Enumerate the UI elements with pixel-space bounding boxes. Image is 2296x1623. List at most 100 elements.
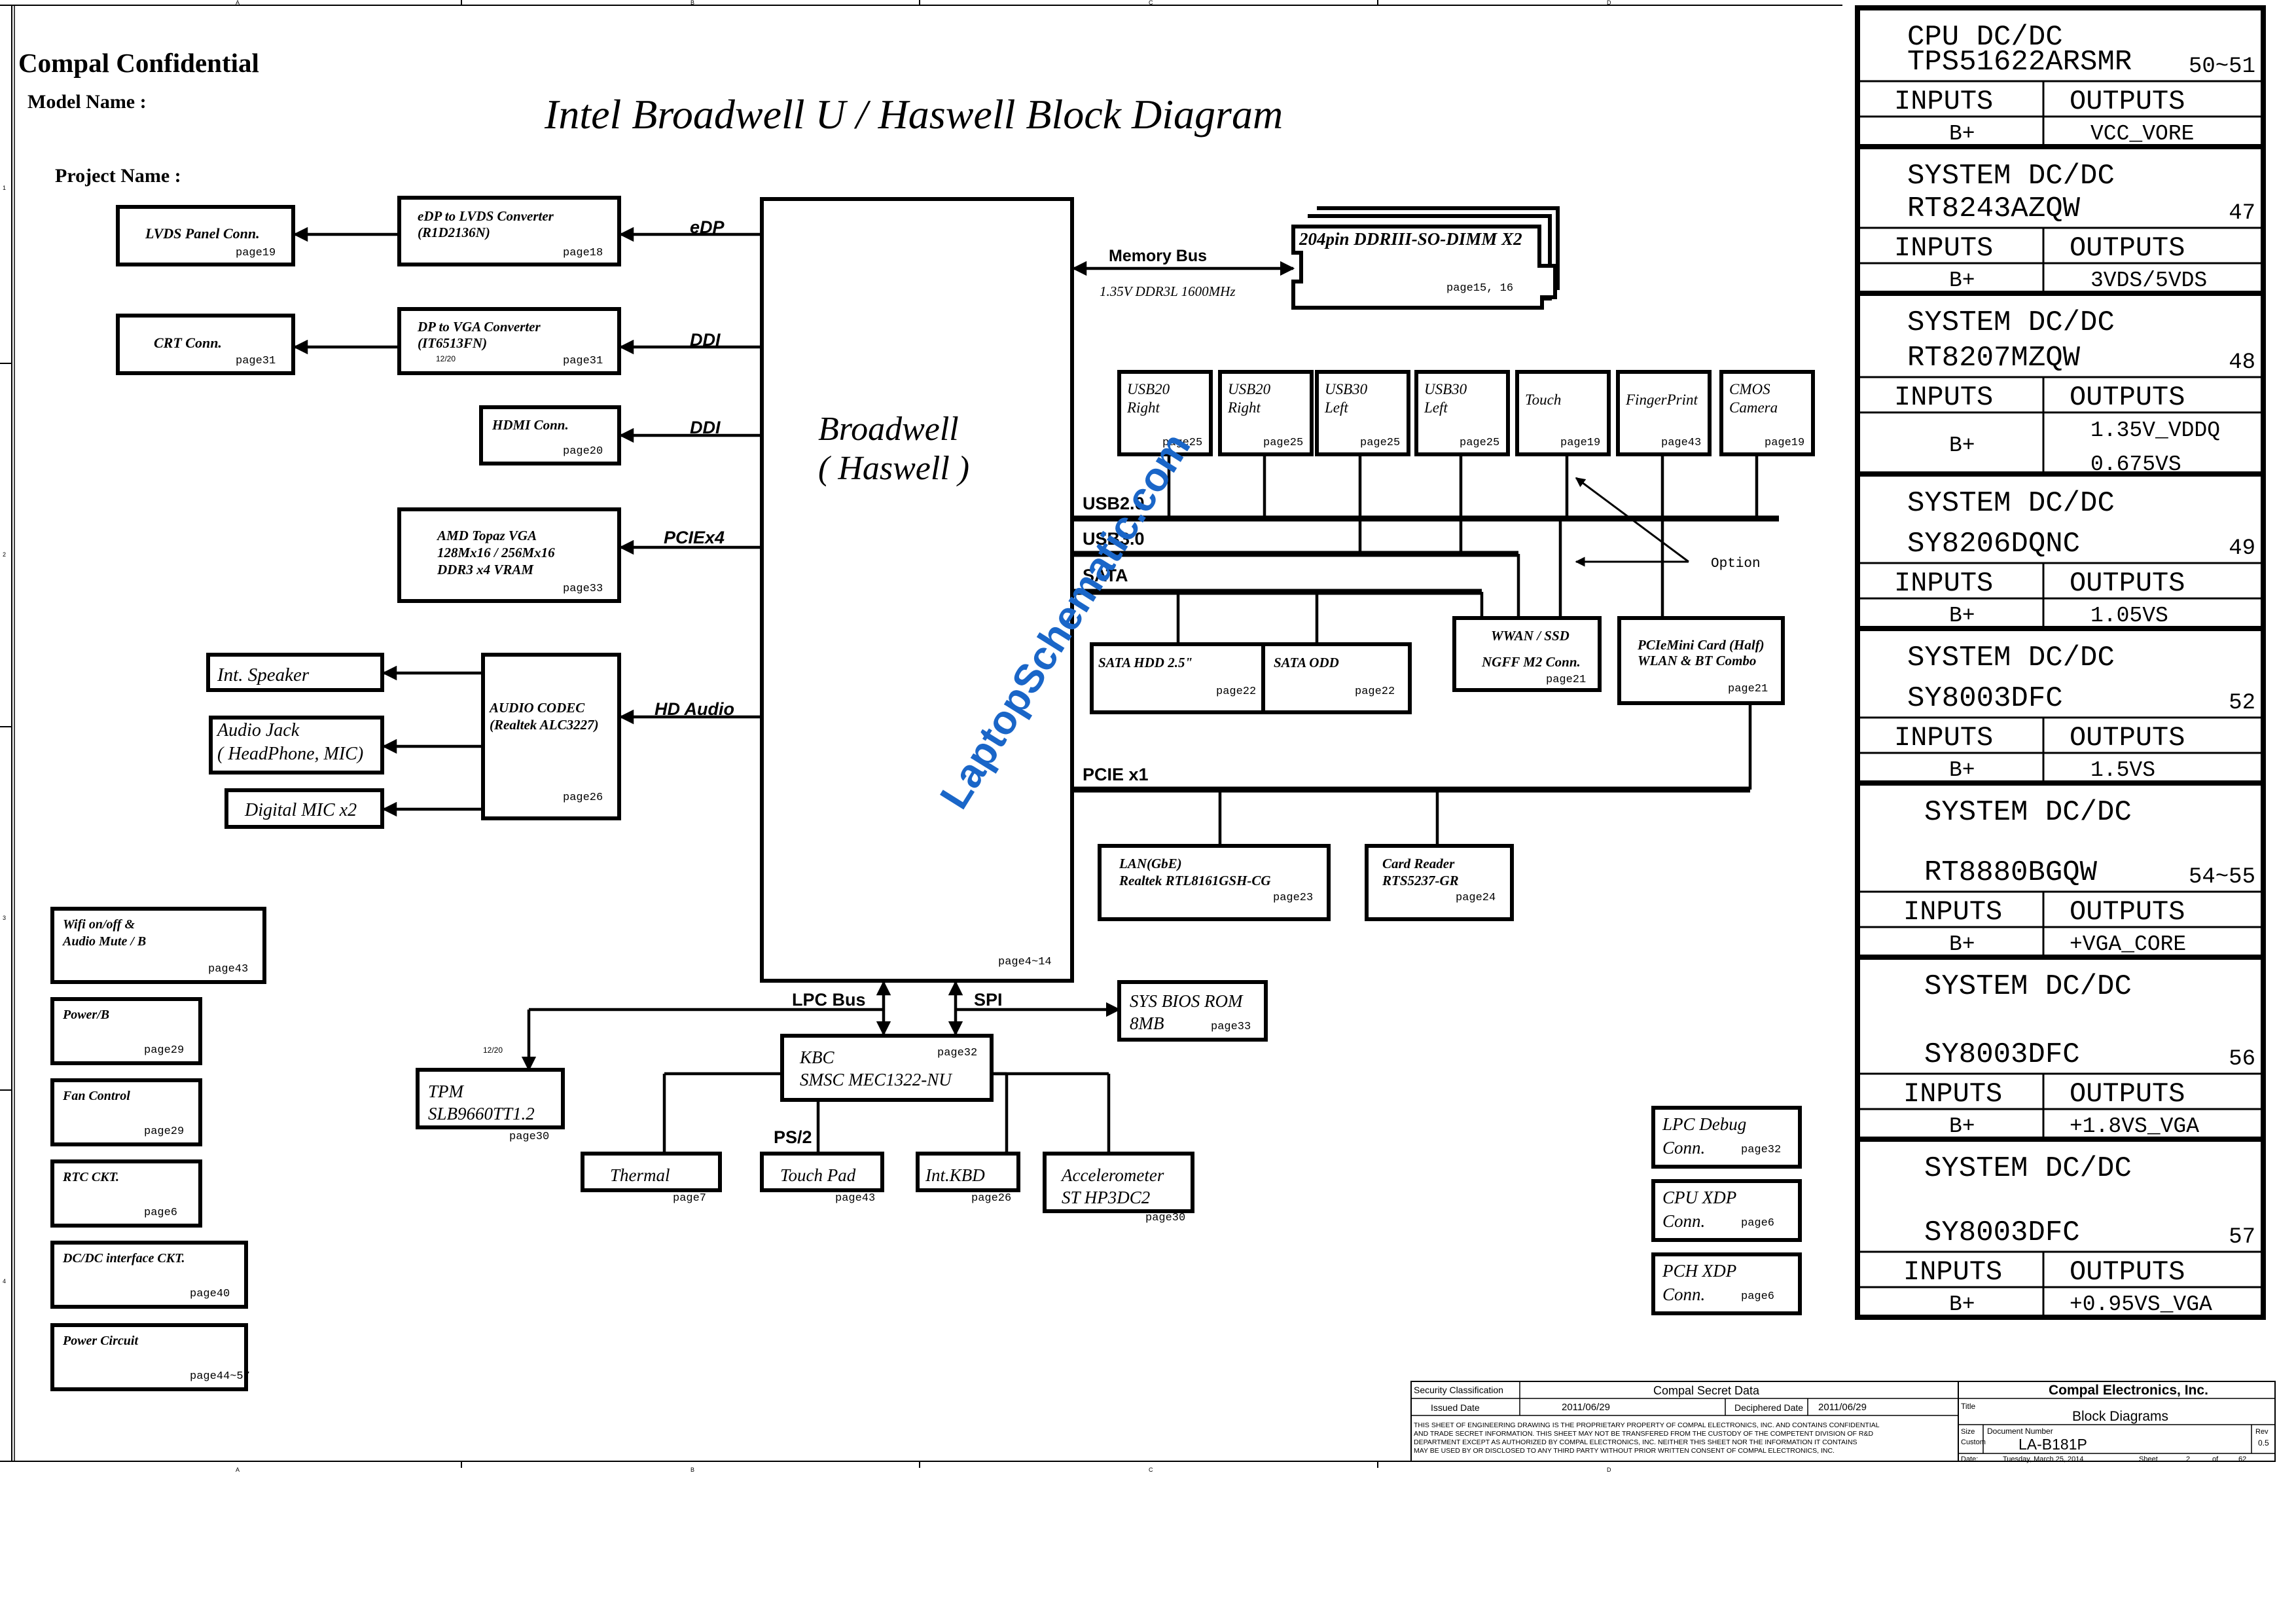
thermal-page: page7 — [673, 1192, 706, 1205]
debug-connector-sublabel: Conn. — [1662, 1211, 1705, 1231]
side-block-page: page29 — [144, 1044, 184, 1057]
debug-connector-label: CPU XDP — [1662, 1188, 1736, 1207]
power-inputs-header: INPUTS — [1894, 382, 1993, 413]
power-converter-part: SY8003DFC — [1924, 1216, 2080, 1249]
bios-rom-page: page33 — [1211, 1021, 1251, 1033]
frame-row-4: 4 — [3, 1278, 6, 1285]
power-converter-type: SYSTEM DC/DC — [1907, 487, 2115, 520]
digital-mic-label: Digital MIC x2 — [244, 800, 357, 820]
power-converter-part: RT8207MZQW — [1907, 342, 2081, 374]
dp-vga-label: DP to VGA Converter — [417, 319, 541, 335]
sata-hdd-page: page22 — [1216, 685, 1256, 698]
notice-line-4: MAY BE USED BY OR DISCLOSED TO ANY THIRD… — [1414, 1447, 1835, 1455]
side-block-label: DC/DC interface CKT. — [62, 1251, 185, 1266]
lpc-bus-label: LPC Bus — [792, 990, 866, 1010]
project-name-label: Project Name : — [55, 165, 181, 187]
size-label: Size — [1961, 1428, 1975, 1436]
date-label: Date: — [1961, 1455, 1978, 1463]
power-output-value: 1.5VS — [2090, 758, 2155, 782]
notice-line-3: DEPARTMENT EXCEPT AS AUTHORIZED BY COMPA… — [1414, 1438, 1857, 1446]
frame-row-1: 1 — [3, 185, 6, 191]
issued-date: 2011/06/29 — [1562, 1402, 1610, 1413]
tpm-block — [416, 1068, 565, 1129]
power-converter-page: 50~51 — [2189, 54, 2255, 79]
speaker-label: Int. Speaker — [217, 665, 310, 685]
intkbd-page: page26 — [971, 1192, 1011, 1205]
sata-bus-label: SATA — [1083, 566, 1128, 585]
dp-vga-page: page31 — [563, 355, 603, 367]
power-converter-part: SY8003DFC — [1924, 1038, 2080, 1071]
right-buses — [1072, 456, 1779, 846]
side-block-page: page43 — [208, 963, 248, 976]
frame-col-c-bottom: C — [1149, 1467, 1153, 1473]
lvds-panel-page: page19 — [236, 247, 276, 259]
usb-device-label: USB20 — [1228, 381, 1271, 397]
wwan-ssd-conn: NGFF M2 Conn. — [1481, 654, 1581, 670]
wlan-card-label: PCIeMini Card (Half) — [1637, 637, 1765, 653]
usb-device-sublabel: Left — [1324, 399, 1348, 416]
debug-connector-sublabel: Conn. — [1662, 1285, 1705, 1304]
title-block — [1410, 1381, 2276, 1462]
cpu-block — [760, 197, 1074, 983]
digital-mic-block — [224, 788, 384, 829]
ddi-bus-label-1: DDI — [690, 330, 721, 350]
frame-col-a: A — [236, 0, 240, 6]
bios-rom-size: 8MB — [1130, 1013, 1164, 1033]
frame-col-b: B — [691, 0, 694, 6]
lan-part: Realtek RTL8161GSH-CG — [1119, 873, 1271, 888]
touchpad-block — [760, 1152, 884, 1192]
power-converter-type: SYSTEM DC/DC — [1924, 970, 2132, 1003]
deciphered-date: 2011/06/29 — [1818, 1402, 1867, 1413]
side-block-label: Fan Control — [62, 1089, 130, 1103]
lvds-panel-label: LVDS Panel Conn. — [145, 225, 260, 242]
left-connections — [293, 227, 762, 817]
audio-codec-label: AUDIO CODEC — [488, 700, 585, 716]
usb-device-sublabel: Camera — [1729, 399, 1778, 416]
side-block-page: page29 — [144, 1125, 184, 1138]
option-label: Option — [1711, 556, 1761, 572]
usb-device-page: page25 — [1162, 437, 1202, 449]
power-input-value: B+ — [1949, 433, 1975, 458]
audio-jack-block — [209, 716, 384, 775]
card-reader-part: RTS5237-GR — [1382, 873, 1459, 888]
usb-device-block — [1616, 370, 1712, 456]
sata-odd-label: SATA ODD — [1274, 655, 1339, 670]
cpu-page: page4~14 — [998, 956, 1052, 968]
power-input-value: B+ — [1949, 1114, 1975, 1139]
frame-row-2: 2 — [3, 551, 6, 558]
of-label: of — [2212, 1455, 2219, 1463]
debug-connector-sublabel: Conn. — [1662, 1138, 1705, 1158]
debug-connector-block — [1651, 1252, 1802, 1315]
usb30-bus-label: USB3.0 — [1083, 529, 1145, 549]
kbc-page: page32 — [937, 1047, 977, 1059]
dp-vga-note: 12/20 — [436, 354, 456, 363]
audio-jack-detail: ( HeadPhone, MIC) — [217, 744, 363, 764]
power-converter-type: SYSTEM DC/DC — [1924, 1152, 2132, 1185]
power-output-value: +VGA_CORE — [2070, 932, 2186, 957]
pcie-x1-bus-label: PCIE x1 — [1083, 765, 1149, 784]
usb-device-page: page19 — [1765, 437, 1804, 449]
power-inputs-header: INPUTS — [1903, 1078, 2002, 1110]
power-outputs-header: OUTPUTS — [2070, 86, 2185, 117]
lvds-panel-block — [116, 205, 295, 266]
amd-vga-page: page33 — [563, 583, 603, 595]
usb-device-label: Touch — [1525, 392, 1561, 408]
edp-lvds-label: eDP to LVDS Converter — [418, 208, 554, 224]
frame-col-d-bottom: D — [1607, 1467, 1611, 1473]
power-input-value: B+ — [1949, 122, 1975, 146]
lpc-spi-connections — [521, 980, 1121, 1154]
power-converter-part: RT8880BGQW — [1924, 856, 2098, 889]
audio-jack-label: Audio Jack — [216, 720, 300, 740]
company-confidential: Compal Confidential — [18, 48, 259, 78]
sheet-total: 62 — [2238, 1455, 2246, 1463]
dimm-label: 204pin DDRIII-SO-DIMM X2 — [1299, 229, 1522, 249]
side-block — [50, 1323, 248, 1391]
wlan-card-detail: WLAN & BT Combo — [1638, 653, 1756, 668]
power-converter-type: CPU DC/DC — [1907, 21, 2063, 54]
amd-vga-label: AMD Topaz VGA — [436, 528, 537, 543]
usb-device-sublabel: Left — [1424, 399, 1448, 416]
kbc-block — [780, 1034, 994, 1102]
power-inputs-header: INPUTS — [1903, 896, 2002, 928]
intkbd-label: Int.KBD — [925, 1165, 985, 1185]
model-name-label: Model Name : — [27, 91, 147, 113]
